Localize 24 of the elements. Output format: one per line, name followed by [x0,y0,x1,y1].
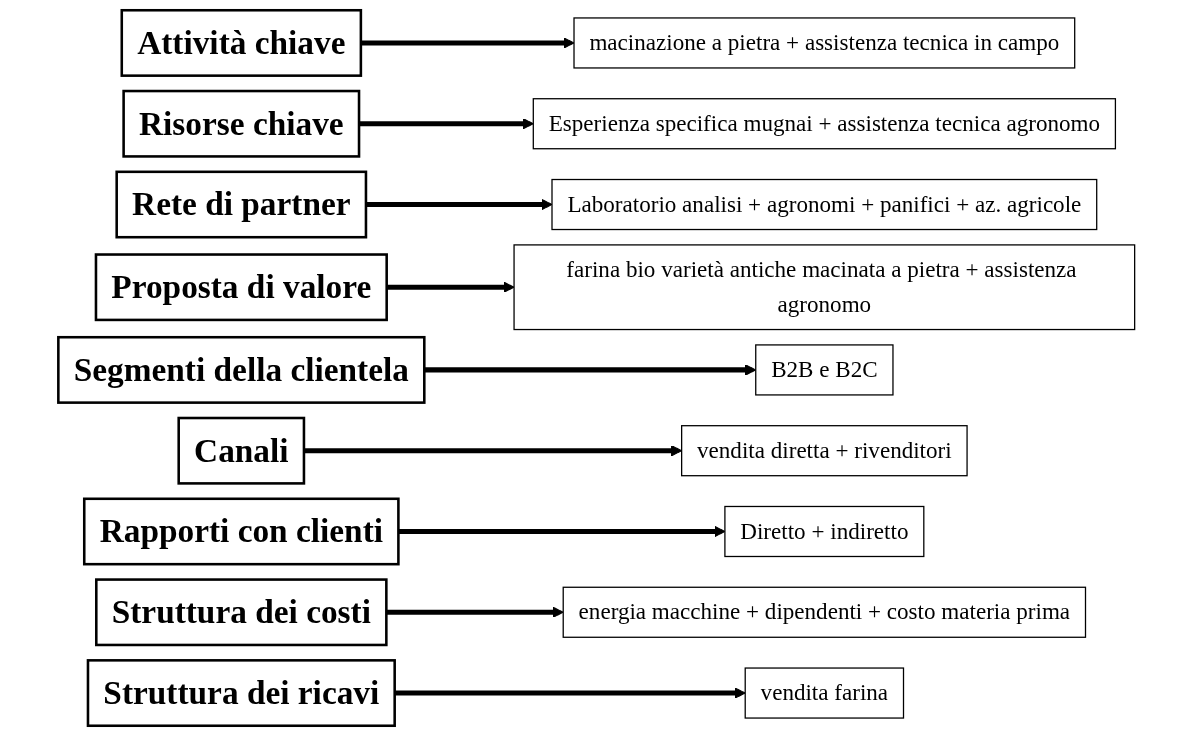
node-box: Risorse chiave [122,89,361,158]
arrow [386,281,515,293]
node-box: Segmenti della clientela [57,335,426,404]
node-box: energia macchine + dipendenti + costo materia prima [562,586,1087,638]
node-box: Canali [177,416,306,485]
node-box: Struttura dei costi [95,578,388,647]
node-box: Laboratorio analisi + agronomi + panifici + az. agricole [551,178,1098,231]
node-box: Proposta di valore [94,253,388,322]
node-box: Attività chiave [120,9,363,77]
node-box: macinazione a pietra + assistenza tecnica in campo [573,17,1076,69]
arrow [359,118,534,130]
node-box: vendita farina [744,667,905,719]
node-box: vendita diretta + rivenditori [681,425,968,477]
node-box: B2B e B2C [755,344,894,396]
node-box: Struttura dei ricavi [86,659,396,727]
node-box: Esperienza specifica mugnai + assistenza tecnica agronomo [532,98,1117,150]
node-box: Rapporti con clienti [82,497,400,566]
arrow [365,198,553,211]
arrow [386,606,564,618]
arrow [360,37,575,49]
node-box: farina bio varietà antiche macinata a pietra + assistenza agronomo [513,244,1136,331]
node-box: Diretto + indiretto [724,505,925,558]
arrow [394,687,746,699]
node-box: Rete di partner [115,170,368,239]
